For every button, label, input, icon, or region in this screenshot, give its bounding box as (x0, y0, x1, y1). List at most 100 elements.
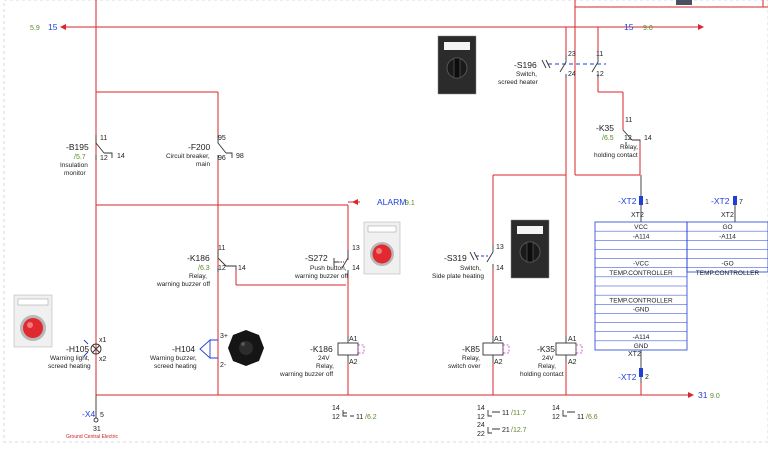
k35a-tag: -K35 (596, 123, 614, 133)
k186-contact[interactable] (217, 250, 237, 272)
k85-desc2: switch over (448, 363, 481, 370)
s196-pin-23: 23 (568, 51, 576, 58)
s319-desc2: Side plate heating (432, 273, 484, 280)
h104-photo (228, 330, 264, 366)
s319-switch[interactable] (469, 245, 494, 268)
k35-contact[interactable] (622, 129, 641, 146)
k186a-desc2: warning buzzer off (156, 281, 210, 288)
s272-pin-14: 14 (352, 265, 360, 272)
s196-desc: Switch, (516, 71, 537, 78)
xref-k85a-c: 11 (502, 410, 509, 417)
h104-buzzer[interactable] (199, 338, 218, 360)
k186a-desc: Relay, (189, 273, 207, 280)
table-left-cell: -GND (633, 306, 650, 313)
k35a-ref: /6.5 (602, 135, 614, 142)
s196-switch[interactable] (541, 55, 606, 78)
k85-a1: A1 (494, 336, 503, 343)
k35b-desc2: holding contact (520, 371, 564, 378)
xt2-1-terminal[interactable] (639, 175, 643, 222)
s319-photo (510, 219, 550, 279)
k35a-desc2: holding contact (594, 152, 638, 159)
terminal-table: VCC-A114-VCCTEMP.CONTROLLERTEMP.CONTROLL… (594, 221, 768, 351)
x4-terminal[interactable] (93, 395, 99, 423)
alarm-label: ALARM (377, 197, 406, 207)
top-bus (60, 0, 768, 30)
k85-desc: Relay, (462, 355, 480, 362)
bottom-bus-label: 31 (698, 390, 708, 400)
s196-tag: -S196 (514, 60, 537, 70)
h105-pin-x2: x2 (99, 356, 107, 363)
wires (95, 0, 694, 398)
xref-k35-c: 11 (577, 414, 584, 421)
right-ref: 9.0 (643, 25, 653, 32)
b195-contact[interactable] (95, 135, 113, 160)
k186b-desc2: warning buzzer off (279, 371, 333, 378)
xref-k186-ref: /6.2 (365, 414, 377, 421)
xt2b-tag: -XT2 (711, 196, 730, 206)
table-left-cell: TEMP.CONTROLLER (609, 270, 673, 277)
xref-k85a-a: 14 (477, 405, 485, 412)
table-left-cell: TEMP.CONTROLLER (609, 297, 673, 304)
bottom-bus-ref: 9.0 (710, 393, 720, 400)
k35b-voltage: 24V (542, 355, 554, 362)
xref-k35 (562, 410, 575, 417)
table-right-cell: GO (722, 224, 732, 231)
b195-ref: /5.7 (74, 154, 86, 161)
xt2-2-terminal[interactable] (639, 350, 643, 383)
k85-a2: A2 (494, 359, 503, 366)
xref-k186-b: 12 (332, 414, 340, 421)
right-bus-label: 15 (624, 22, 634, 32)
b195-pin-12: 12 (100, 155, 108, 162)
f200-pin-96: 96 (218, 155, 226, 162)
b195-desc: Insulation (60, 162, 88, 169)
xref-k35-ref: /6.6 (586, 414, 598, 421)
k35a-pin-11: 11 (625, 117, 632, 124)
table-right-cell: TEMP.CONTROLLER (696, 270, 760, 277)
xref-k186-a: 14 (332, 405, 340, 412)
xref-k85a-ref: /11.7 (511, 410, 526, 417)
k186-coil[interactable] (337, 336, 365, 362)
xt2c-sub: XT2 (628, 351, 641, 358)
h104-desc: Warning buzzer, (150, 355, 197, 362)
f200-desc2: main (196, 161, 210, 168)
s319-pin-14: 14 (496, 265, 504, 272)
xt2b-sub: XT2 (721, 212, 734, 219)
s196-pin-11: 11 (596, 51, 603, 58)
s272-button[interactable] (333, 250, 349, 275)
s272-desc2: warning buzzer off (294, 273, 348, 280)
xt2-7-terminal[interactable] (733, 196, 737, 222)
s272-desc: Push button, (310, 265, 347, 272)
k186a-pin-12: 12 (218, 265, 226, 272)
h105-desc2: screed heating (48, 363, 91, 370)
b195-pin-11: 11 (100, 135, 107, 142)
h105-light[interactable] (83, 339, 102, 357)
table-right-cell: -A114 (719, 233, 736, 240)
h104-pin-minus: 2- (220, 362, 227, 369)
k186b-tag: -K186 (310, 344, 333, 354)
k85-tag: -K85 (462, 344, 480, 354)
s196-pin-12: 12 (596, 71, 604, 78)
xt2b-pin: 7 (739, 199, 743, 206)
h104-pin-plus: 3+ (220, 333, 228, 340)
xref-k186 (342, 410, 354, 417)
s196-desc2: screed heater (498, 79, 539, 86)
alarm-ref: 9.1 (405, 200, 415, 207)
xref-k186-c: 11 (356, 414, 363, 421)
k186b-a2: A2 (349, 359, 358, 366)
f200-pin-98: 98 (236, 153, 244, 160)
k186a-ref: /6.3 (198, 265, 210, 272)
k35b-a1: A1 (568, 336, 577, 343)
x4-desc: Ground Central Electric (66, 434, 118, 440)
table-right-cell: -GO (721, 261, 733, 268)
k35-coil[interactable] (555, 336, 583, 362)
xref-k85b-a: 24 (477, 422, 485, 429)
k186b-desc: Relay, (316, 363, 334, 370)
xref-k85a-b: 12 (477, 414, 485, 421)
xref-k85b-c: 21 (502, 427, 510, 434)
b195-desc2: monitor (64, 170, 87, 177)
s272-tag: -S272 (305, 253, 328, 263)
k85-coil[interactable] (482, 336, 510, 362)
s196-pin-24: 24 (568, 71, 576, 78)
f200-contact[interactable] (217, 135, 233, 160)
